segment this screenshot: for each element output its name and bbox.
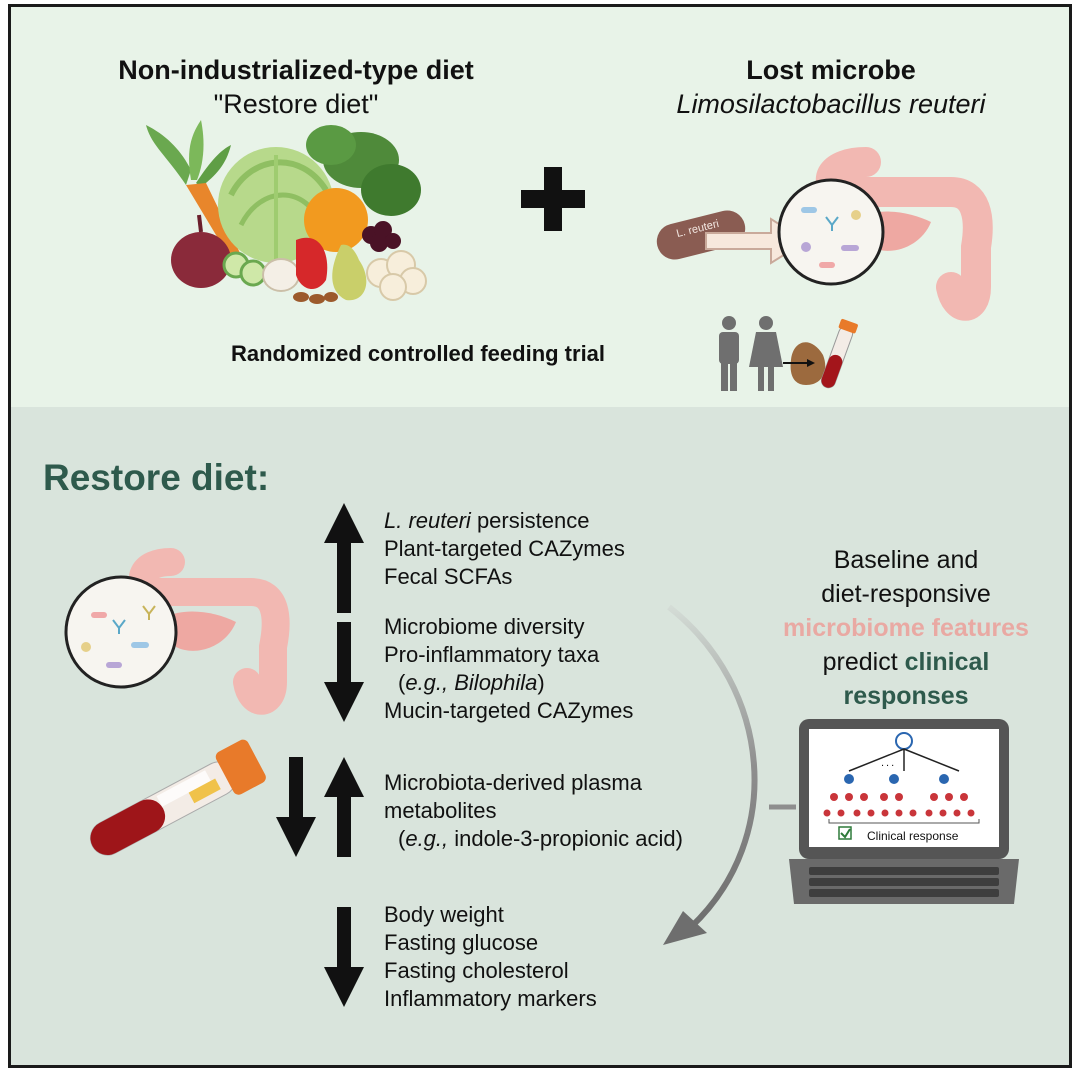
kale-icon [306,125,421,216]
persistence-text: persistence [470,508,590,533]
mixed-group-line-3: (e.g., indole-3-propionic acid) [398,826,683,851]
diet-subtitle: "Restore diet" [213,89,379,119]
up-group-line-3: Fecal SCFAs [384,564,513,589]
clinical-group-line-2: Fasting glucose [384,930,539,955]
restore-diet-heading: Restore diet: [43,457,270,498]
people-icon [719,316,783,391]
l-reuteri-italic: L. reuteri [384,508,471,533]
carrot-icon [186,183,241,260]
bilophila-italic: e.g., Bilophila [405,670,538,695]
pepper-icon [296,237,328,290]
prediction-line-4: predict clinical [822,648,990,676]
diet-title: Non-industrialized-type diet [118,55,474,85]
trial-participants-group [719,316,858,391]
garlic-icon [262,258,300,292]
microbe-magnifier-icon [777,178,885,286]
up-group-line-2: Plant-targeted CAZymes [384,536,625,561]
curved-arrow-icon [663,604,796,945]
top-panel: Non-industrialized-type diet "Restore di… [11,7,1069,407]
down-arrow-small-icon [276,757,316,857]
blood-tube-icon [89,739,266,856]
down-group-line-3: (e.g., Bilophila) [398,670,545,695]
vegetables-illustration [146,120,427,304]
down-group-line-2: Pro-inflammatory taxa [384,642,600,667]
microbe-name: Limosilactobacillus reuteri [676,89,986,119]
mixed-group-line-2: metabolites [384,798,497,823]
plus-icon [521,167,585,231]
clinical-group-line-1: Body weight [384,902,504,927]
microbiome-features-text: microbiome features [783,614,1029,642]
laptop-icon [789,719,1019,904]
graphical-abstract-frame: Non-industrialized-type diet "Restore di… [8,4,1072,1068]
microbe-cluster-icon [801,207,861,268]
microbe-title: Lost microbe [746,55,916,85]
berries-icon [362,221,401,252]
cabbage-icon [218,147,334,263]
down-arrow-icon [324,622,364,722]
up-arrow-icon [324,503,364,613]
beans-icon [293,292,338,304]
prediction-line-2: diet-responsive [821,580,991,608]
checkbox-icon [838,826,852,840]
down-up-arrow-pair-icon [276,757,364,857]
down-group-line-1: Microbiome diversity [384,614,585,639]
intestine-illustration-bottom [64,548,290,715]
decision-tree-icon [823,732,980,824]
clinical-text: clinical [904,648,990,676]
orange-icon [304,188,368,252]
up-arrow-small-icon [324,757,364,857]
prediction-line-1: Baseline and [833,546,979,574]
blood-tube-small-icon [820,318,858,389]
microbe-magnifier-bottom-icon [64,575,178,689]
trial-label: Randomized controlled feeding trial [231,341,606,366]
bottom-panel: Restore diet: [11,407,1069,1065]
eg-italic: e.g., [405,826,449,851]
down-arrow-clinical-icon [324,907,364,1007]
pear-icon [332,244,367,301]
up-group-line-1: L. reuteri persistence [384,507,589,535]
mixed-group-line-1: Microbiota-derived plasma [384,770,642,795]
responses-text: responses [843,682,969,710]
cauliflower-icon [366,250,427,301]
carrot-leaves-icon [146,120,231,187]
onion-icon [171,214,231,288]
tree-dots: ... [881,757,897,769]
down-group-line-4: Mucin-targeted CAZymes [384,698,634,723]
clinical-group-line-3: Fasting cholesterol [384,958,569,983]
clinical-response-label: Clinical response [867,829,959,843]
clinical-group-line-4: Inflammatory markers [384,986,597,1011]
intestine-illustration [777,147,993,321]
keyboard-icon [809,867,999,897]
